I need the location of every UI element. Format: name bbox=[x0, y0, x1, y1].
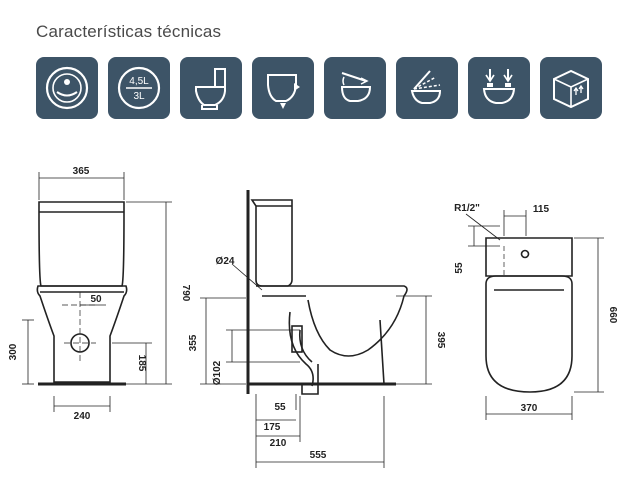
flush-volume-full-label: 4,5L bbox=[129, 76, 149, 87]
top-depth-660: 660 bbox=[607, 307, 618, 324]
side-distance-175: 175 bbox=[264, 422, 281, 433]
front-height-790: 790 bbox=[180, 285, 191, 302]
front-dimensions bbox=[22, 172, 172, 412]
dual-flush-button-icon bbox=[36, 57, 98, 119]
lifting-seat-icon bbox=[396, 57, 458, 119]
front-base-240: 240 bbox=[74, 411, 91, 422]
top-distance-115: 115 bbox=[533, 204, 550, 215]
top-thread-r12: R1/2" bbox=[454, 203, 480, 214]
floor-outlet-icon bbox=[252, 57, 314, 119]
top-distance-55: 55 bbox=[454, 262, 465, 274]
quick-release-seat-icon bbox=[468, 57, 530, 119]
side-height-395: 395 bbox=[435, 332, 446, 349]
flush-volume-half-label: 3L bbox=[133, 91, 145, 102]
section-title: Características técnicas bbox=[36, 22, 222, 41]
side-distance-55: 55 bbox=[274, 402, 286, 413]
side-distance-210: 210 bbox=[270, 438, 287, 449]
side-view bbox=[246, 190, 408, 395]
flush-volume-icon: 4,5L 3L bbox=[108, 57, 170, 119]
top-dimensions bbox=[465, 210, 604, 420]
top-view bbox=[485, 237, 573, 393]
side-outlet-diameter-102: Ø102 bbox=[212, 360, 223, 385]
front-width-365: 365 bbox=[73, 166, 90, 177]
side-pipe-diameter-24: Ø24 bbox=[216, 256, 235, 267]
technical-drawing: 365 790 50 300 185 240 Ø24 355 bbox=[8, 166, 618, 468]
front-height-300: 300 bbox=[8, 343, 19, 360]
side-height-355: 355 bbox=[188, 334, 199, 351]
packaging-box-icon bbox=[540, 57, 602, 119]
front-height-185: 185 bbox=[136, 355, 147, 372]
front-offset-50: 50 bbox=[90, 294, 102, 305]
side-depth-555: 555 bbox=[310, 450, 327, 461]
soft-close-seat-icon bbox=[324, 57, 386, 119]
top-width-370: 370 bbox=[521, 403, 538, 414]
side-dimensions bbox=[200, 263, 432, 468]
close-coupled-cistern-icon bbox=[180, 57, 242, 119]
front-view bbox=[36, 201, 128, 386]
feature-icon-row: 4,5L 3L bbox=[36, 57, 602, 119]
